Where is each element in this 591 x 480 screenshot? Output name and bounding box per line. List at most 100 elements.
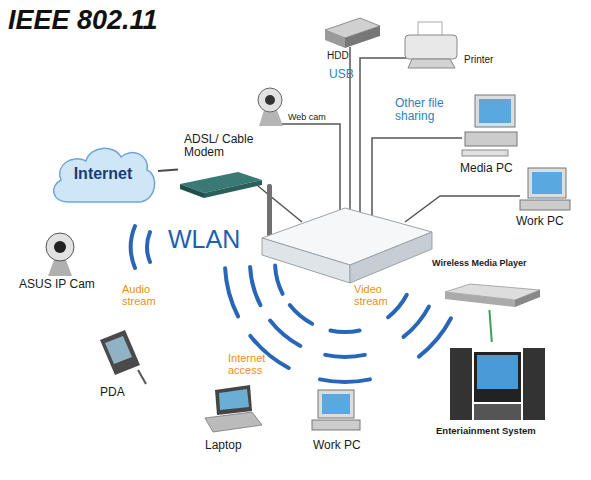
workpc-node: Work PC xyxy=(308,386,376,455)
modem-front xyxy=(180,184,204,198)
stream-label: Video stream xyxy=(354,283,398,307)
device-label: Wireless Media Player xyxy=(432,258,545,268)
tv-screen xyxy=(477,355,518,389)
wave-arc xyxy=(270,321,300,346)
network-label: WLAN xyxy=(168,226,258,254)
keyboard xyxy=(462,150,508,156)
wireless-router xyxy=(262,184,432,283)
speaker xyxy=(523,348,545,420)
cloud-node: Internet xyxy=(48,140,158,210)
monitor xyxy=(475,95,515,127)
link-label: Other file sharing xyxy=(395,97,461,123)
device-label: Printer xyxy=(464,54,510,65)
wave-arc xyxy=(388,295,407,317)
workpc-icon xyxy=(312,390,360,430)
laptop-icon xyxy=(205,385,262,432)
pda-stylus xyxy=(138,370,146,384)
wireless-waves xyxy=(131,226,451,382)
monitor xyxy=(528,168,566,198)
mediapc-wire xyxy=(372,138,462,217)
monitor xyxy=(318,390,354,418)
hdd-front xyxy=(325,30,345,48)
mediapc-icon xyxy=(462,95,517,156)
wave-arc xyxy=(250,267,260,305)
printer-wire xyxy=(360,58,408,213)
wave-arc xyxy=(147,232,150,262)
device-label: Internet xyxy=(48,165,158,183)
router-side xyxy=(350,232,432,283)
wave-arc xyxy=(320,379,370,382)
device-label: ASUS IP Cam xyxy=(19,278,114,291)
port-label: USB xyxy=(329,68,369,81)
wave-arc xyxy=(404,307,429,337)
ipcam-lens xyxy=(54,241,66,253)
printer-body xyxy=(405,35,457,59)
speaker xyxy=(450,348,472,420)
tv-frame xyxy=(474,352,521,402)
workpc-node: Work PC xyxy=(512,165,582,230)
laptop-base xyxy=(205,412,262,432)
laptop-node: Laptop xyxy=(200,383,270,455)
workpc-icon xyxy=(520,168,570,210)
workpc-wire xyxy=(405,196,520,222)
pda-body xyxy=(100,330,140,375)
device-label: Laptop xyxy=(205,439,267,452)
hdd-node: HDD xyxy=(322,12,384,62)
device-label: Enteriainment System xyxy=(436,426,555,437)
wired-links xyxy=(258,47,520,222)
laptop-screen xyxy=(219,389,249,410)
wave-arc xyxy=(330,331,359,333)
wave-arc xyxy=(225,268,238,316)
pc-case xyxy=(465,132,517,146)
webcam-body xyxy=(258,88,282,112)
entertainment-icon xyxy=(450,348,545,420)
monitor-screen xyxy=(322,394,350,414)
ipcam-node: ASUS IP Cam xyxy=(15,230,115,294)
modem-wire xyxy=(258,186,302,222)
modem-node: ADSL/ Cable Modem xyxy=(178,133,264,200)
pc-case xyxy=(520,200,570,210)
device-label: HDD xyxy=(327,50,377,61)
mediapc-node: Media PC xyxy=(458,92,523,177)
wave-arc xyxy=(325,355,365,357)
device-label: Media PC xyxy=(460,162,522,175)
wave-arc xyxy=(419,318,451,356)
modem-icon xyxy=(180,172,262,198)
stream-label: Audio stream xyxy=(122,283,166,307)
monitor-screen xyxy=(532,172,562,194)
device-label: Work PC xyxy=(516,215,580,228)
ipcam-body xyxy=(46,233,74,261)
laptop-lid xyxy=(215,385,252,415)
tv-stand xyxy=(474,404,521,420)
wave-arc xyxy=(131,226,135,268)
pc-case xyxy=(312,420,360,430)
printer-tray xyxy=(408,59,455,68)
printer-icon xyxy=(405,22,457,68)
media-player-icon xyxy=(445,284,540,307)
device-label: ADSL/ Cable Modem xyxy=(184,133,256,160)
pda-screen xyxy=(105,336,132,364)
pda-icon xyxy=(100,330,146,384)
wave-arc xyxy=(275,266,283,294)
connector-line xyxy=(158,170,178,171)
wave-arc xyxy=(290,305,312,324)
device-label: Web cam xyxy=(288,112,334,122)
media-player-node: Wireless Media Player xyxy=(430,258,545,310)
player-side xyxy=(515,290,540,307)
printer-node: Printer xyxy=(400,18,510,72)
router-front xyxy=(262,238,350,283)
monitor-screen xyxy=(479,99,511,123)
webcam-node: Web cam xyxy=(255,85,335,130)
ipcam-stand xyxy=(48,260,72,276)
device-label: Work PC xyxy=(313,439,375,452)
modem-side xyxy=(204,180,262,198)
diagram-title: IEEE 802.11 xyxy=(8,6,158,36)
device-label: PDA xyxy=(100,386,145,399)
player-front xyxy=(445,292,515,307)
stream-label: Internet access xyxy=(228,352,278,376)
webcam-icon xyxy=(258,88,283,126)
ipcam-icon xyxy=(46,233,74,276)
hdd-side xyxy=(345,26,380,48)
